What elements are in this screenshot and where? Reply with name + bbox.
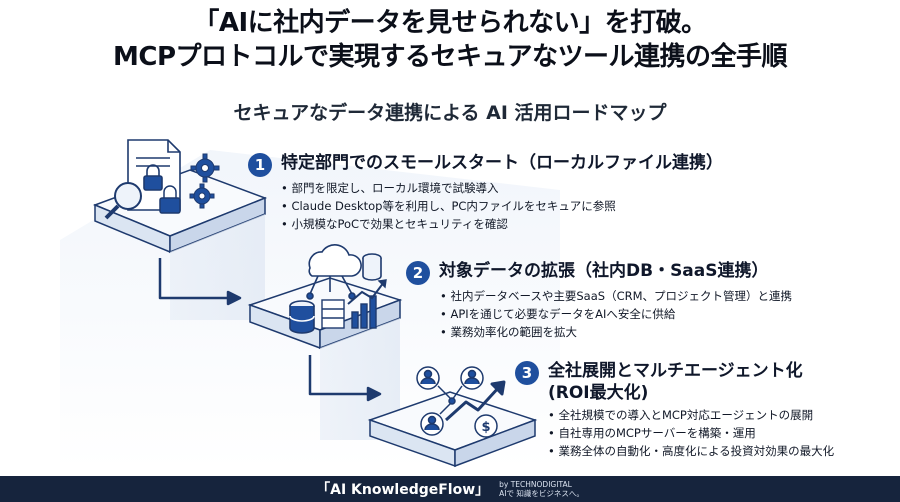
connector-arrow-2 — [308, 355, 382, 402]
server-box-icon — [321, 299, 345, 329]
footer-bar: 「AI KnowledgeFlow」 by TECHNODIGITAL AIで … — [0, 476, 900, 502]
gear-icon — [189, 153, 220, 209]
step-1-bullet: Claude Desktop等を利用し、PC内ファイルをセキュアに参照 — [281, 197, 615, 215]
step-3-bullet: 全社規模での導入とMCP対応エージェントの展開 — [548, 406, 834, 424]
step-1-title: 特定部門でのスモールスタート（ローカルファイル連携） — [281, 153, 723, 173]
page-title-line-2: MCPプロトコルで実現するセキュアなツール連携の全手順 — [113, 42, 788, 72]
user-network-icon — [416, 366, 484, 436]
title-block: 「AIに社内データを見せられない」を打破。 MCPプロトコルで実現するセキュアな… — [0, 6, 900, 74]
step-1-bullets: 部門を限定し、ローカル環境で試験導入 Claude Desktop等を利用し、P… — [281, 179, 616, 233]
footer-byline-line-2: AIで 知識をビジネスへ。 — [499, 489, 584, 498]
padlock-icon — [159, 185, 181, 214]
dollar-coin-icon: $ — [474, 414, 498, 438]
step-3-title-line-1: 全社展開とマルチエージェント化 — [548, 361, 803, 381]
magnifier-icon — [104, 182, 142, 220]
step-2-number: 2 — [406, 261, 430, 285]
svg-text:$: $ — [481, 420, 490, 435]
step-3-platform — [367, 391, 538, 468]
step-2-bullet: 社内データベースや主要SaaS（CRM、プロジェクト管理）と連携 — [440, 287, 792, 305]
cloud-network-icon — [306, 244, 362, 300]
step-1-number: 1 — [248, 153, 272, 177]
page-title-line-1: 「AIに社内データを見せられない」を打破。 — [193, 8, 707, 38]
step-1-heading: 1 特定部門でのスモールスタート（ローカルファイル連携） — [248, 152, 723, 177]
step-1-bullet: 部門を限定し、ローカル環境で試験導入 — [281, 179, 616, 197]
footer-byline-line-1: by TECHNODIGITAL — [499, 480, 572, 489]
step-2-bullets: 社内データベースや主要SaaS（CRM、プロジェクト管理）と連携 APIを通じて… — [440, 287, 792, 341]
step-3-title-line-2: (ROI最大化) — [548, 383, 649, 403]
database-icon — [289, 253, 382, 334]
step-3-heading: 3 全社展開とマルチエージェント化 (ROI最大化) — [515, 360, 803, 404]
connector-arrow-1 — [158, 258, 242, 306]
rising-arrow-icon — [444, 380, 506, 422]
step-3-number: 3 — [515, 361, 539, 385]
step-3-bullet: 自社専用のMCPサーバーを構築・運用 — [548, 424, 834, 442]
footer-byline: by TECHNODIGITAL AIで 知識をビジネスへ。 — [499, 480, 584, 498]
step-2-bullet: APIを通じて必要なデータをAIへ安全に供給 — [440, 305, 792, 323]
step-2-heading: 2 対象データの拡張（社内DB・SaaS連携） — [406, 260, 769, 285]
step-2-title: 対象データの拡張（社内DB・SaaS連携） — [439, 261, 769, 281]
bar-chart-icon — [347, 279, 387, 329]
roadmap-subtitle: セキュアなデータ連携による AI 活用ロードマップ — [233, 102, 667, 124]
footer-brand: 「AI KnowledgeFlow」 — [316, 482, 490, 498]
step-3-bullet: 業務全体の自動化・高度化による投資対効果の最大化 — [548, 442, 834, 460]
step-3-bullets: 全社規模での導入とMCP対応エージェントの展開 自社専用のMCPサーバーを構築・… — [548, 406, 834, 460]
step-2-bullet: 業務効率化の範囲を拡大 — [440, 323, 792, 341]
step-1-bullet: 小規模なPoCで効果とセキュリティを確認 — [281, 215, 616, 233]
step-3-title: 全社展開とマルチエージェント化 (ROI最大化) — [548, 360, 803, 404]
